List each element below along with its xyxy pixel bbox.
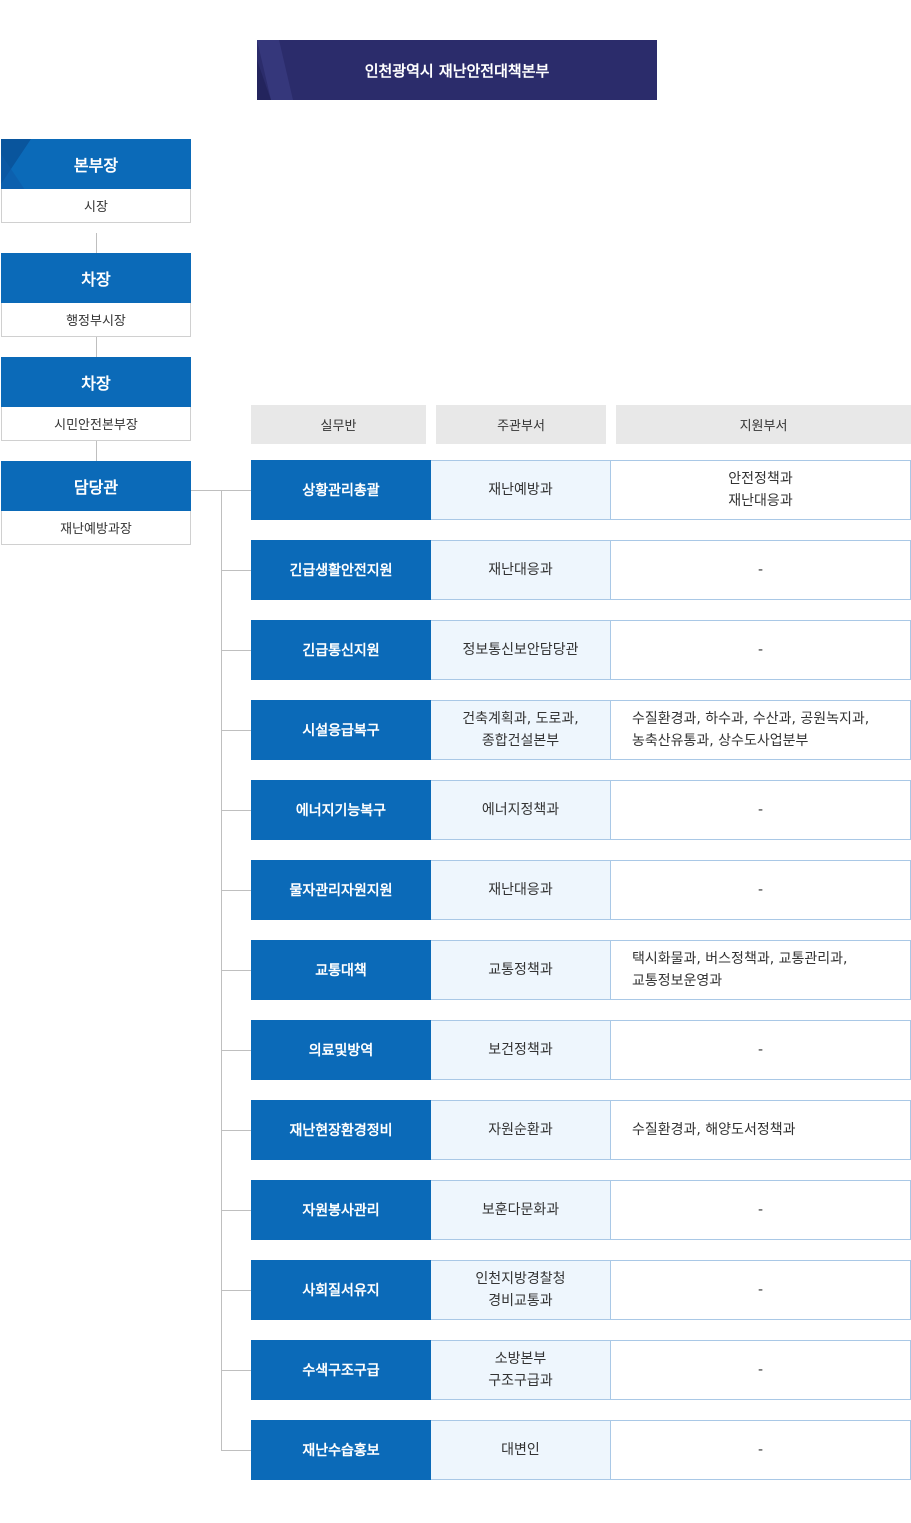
team-name-cell: 재난수습홍보	[251, 1420, 431, 1480]
chain-connector	[96, 441, 97, 461]
row-connector	[221, 810, 251, 811]
title-decoration-icon	[257, 40, 293, 100]
row-connector	[221, 1370, 251, 1371]
chain-person-deputy-2: 시민안전본부장	[1, 407, 191, 441]
lead-dept-cell: 보건정책과	[431, 1020, 611, 1080]
support-dept-cell: -	[610, 1340, 911, 1400]
support-dept-cell: -	[610, 620, 911, 680]
support-dept-cell: -	[610, 540, 911, 600]
team-name-cell: 재난현장환경정비	[251, 1100, 431, 1160]
lead-dept-cell: 건축계획과, 도로과, 종합건설본부	[431, 700, 611, 760]
support-dept-cell: 수질환경과, 해양도서정책과	[610, 1100, 911, 1160]
row-connector	[221, 490, 251, 491]
lead-dept-cell: 재난예방과	[431, 460, 611, 520]
box-decoration-icon	[1, 139, 31, 189]
lead-dept-cell: 교통정책과	[431, 940, 611, 1000]
chain-box-deputy-2: 차장 시민안전본부장	[1, 357, 191, 441]
chain-connector	[96, 233, 97, 253]
team-name-cell: 상황관리총괄	[251, 460, 431, 520]
row-connector	[221, 650, 251, 651]
support-dept-cell: -	[610, 1260, 911, 1320]
row-connector	[221, 1050, 251, 1051]
org-title: 인천광역시 재난안전대책본부	[257, 40, 657, 100]
support-dept-cell: -	[610, 780, 911, 840]
row-connector	[221, 570, 251, 571]
team-name-cell: 의료및방역	[251, 1020, 431, 1080]
lead-dept-cell: 소방본부 구조구급과	[431, 1340, 611, 1400]
chain-role-deputy-1: 차장	[1, 253, 191, 303]
support-dept-cell: -	[610, 860, 911, 920]
chain-role-director: 본부장	[1, 139, 191, 189]
team-name-cell: 수색구조구급	[251, 1340, 431, 1400]
support-dept-cell: -	[610, 1020, 911, 1080]
chain-person-deputy-1: 행정부시장	[1, 303, 191, 337]
lead-dept-cell: 에너지정책과	[431, 780, 611, 840]
support-dept-cell: -	[610, 1180, 911, 1240]
lead-dept-cell: 정보통신보안담당관	[431, 620, 611, 680]
team-name-cell: 교통대책	[251, 940, 431, 1000]
row-connector	[221, 1290, 251, 1291]
team-name-cell: 자원봉사관리	[251, 1180, 431, 1240]
column-header-lead: 주관부서	[436, 405, 606, 444]
support-dept-cell: 수질환경과, 하수과, 수산과, 공원녹지과, 농축산유통과, 상수도사업분부	[610, 700, 911, 760]
chain-box-director: 본부장 시장	[1, 139, 191, 223]
row-connector	[221, 1450, 251, 1451]
support-dept-cell: 안전정책과 재난대응과	[610, 460, 911, 520]
column-header-support: 지원부서	[616, 405, 911, 444]
chain-box-officer: 담당관 재난예방과장	[1, 461, 191, 545]
row-connector	[221, 970, 251, 971]
chain-role-label: 본부장	[73, 156, 119, 175]
chain-role-officer: 담당관	[1, 461, 191, 511]
team-name-cell: 긴급통신지원	[251, 620, 431, 680]
team-name-cell: 물자관리자원지원	[251, 860, 431, 920]
chain-connector	[96, 337, 97, 357]
team-name-cell: 긴급생활안전지원	[251, 540, 431, 600]
support-dept-cell: 택시화물과, 버스정책과, 교통관리과, 교통정보운영과	[610, 940, 911, 1000]
lead-dept-cell: 재난대응과	[431, 860, 611, 920]
support-dept-cell: -	[610, 1420, 911, 1480]
row-connector	[221, 730, 251, 731]
chain-box-deputy-1: 차장 행정부시장	[1, 253, 191, 337]
org-title-text: 인천광역시 재난안전대책본부	[364, 61, 550, 80]
lead-dept-cell: 보훈다문화과	[431, 1180, 611, 1240]
chain-person-director: 시장	[1, 189, 191, 223]
chain-role-deputy-2: 차장	[1, 357, 191, 407]
lead-dept-cell: 인천지방경찰청 경비교통과	[431, 1260, 611, 1320]
team-name-cell: 시설응급복구	[251, 700, 431, 760]
column-header-team: 실무반	[251, 405, 426, 444]
team-name-cell: 사회질서유지	[251, 1260, 431, 1320]
row-connector	[221, 1130, 251, 1131]
team-name-cell: 에너지기능복구	[251, 780, 431, 840]
lead-dept-cell: 대변인	[431, 1420, 611, 1480]
row-connector	[221, 890, 251, 891]
lead-dept-cell: 자원순환과	[431, 1100, 611, 1160]
row-connector	[221, 1210, 251, 1211]
lead-dept-cell: 재난대응과	[431, 540, 611, 600]
chain-person-officer: 재난예방과장	[1, 511, 191, 545]
